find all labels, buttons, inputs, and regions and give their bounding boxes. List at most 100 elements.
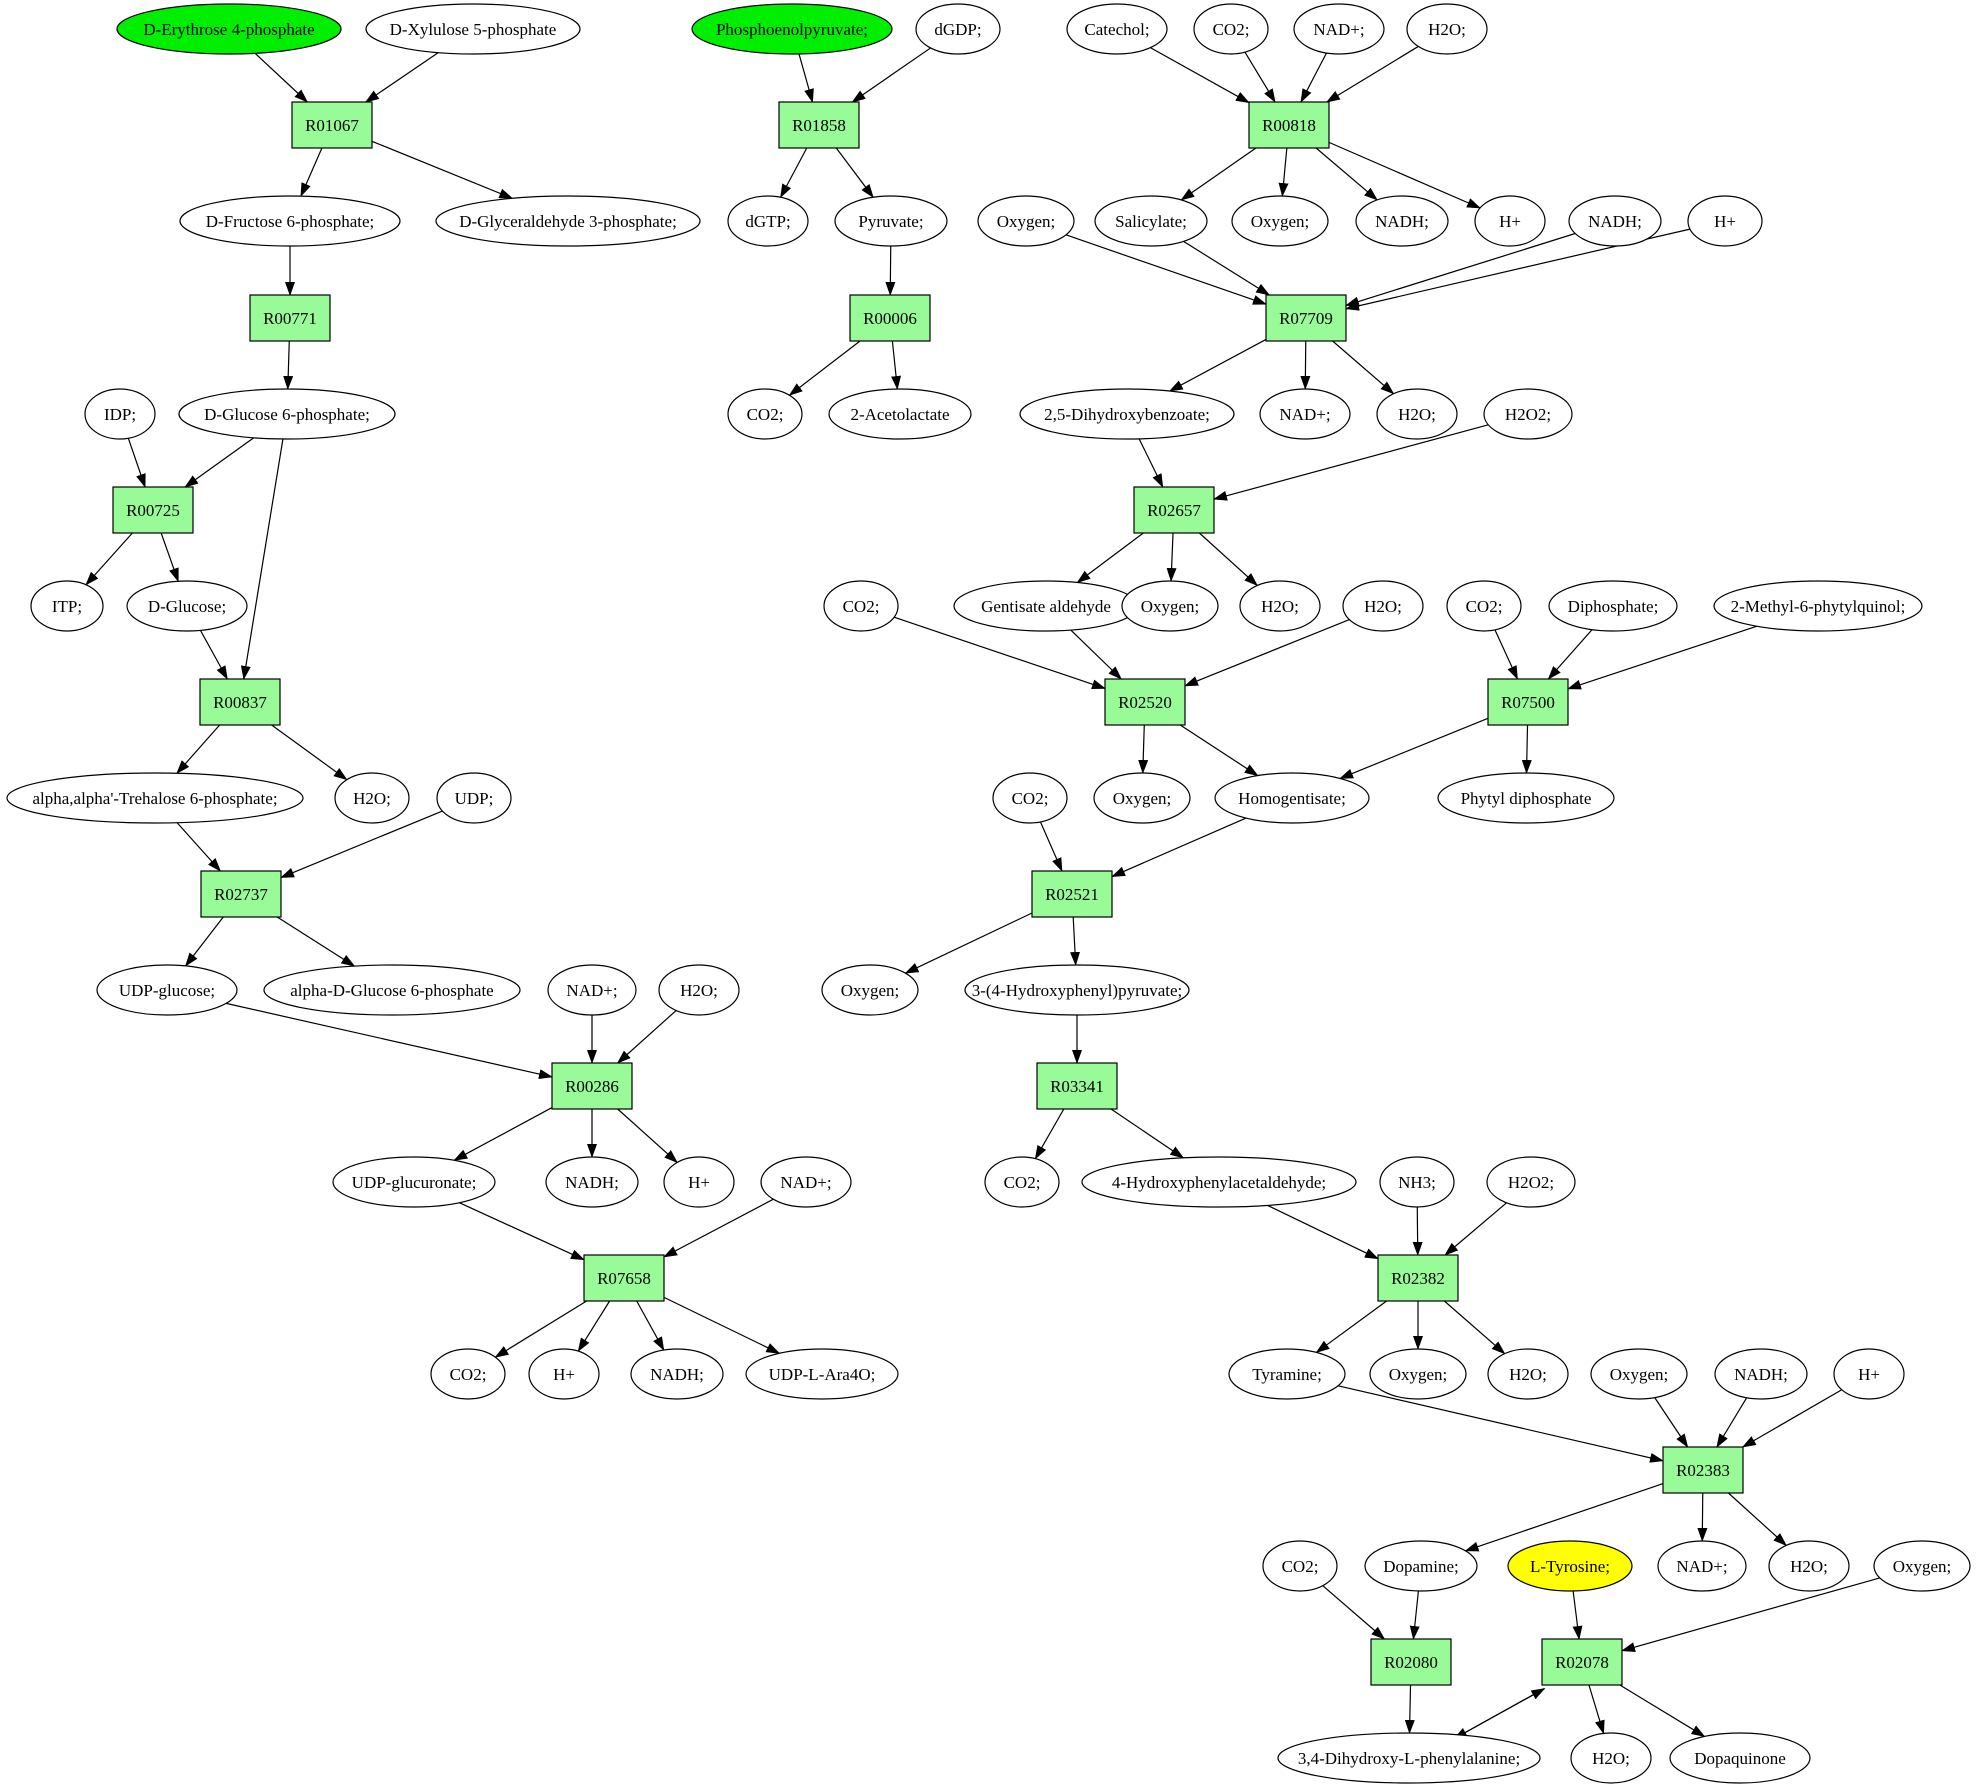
edge-h2o_3-to-R00818 [1325, 45, 1419, 103]
compound-label: H+ [1714, 212, 1736, 231]
edge-nadh_5-to-R02383 [1716, 1397, 1748, 1448]
compound-node-nadp_3: NAD+; [1293, 3, 1385, 55]
compound-label: CO2; [843, 597, 880, 616]
edge-nadp_2-to-R07658 [663, 1198, 774, 1258]
reaction-node-R00837: R00837 [199, 678, 281, 726]
compound-ellipse [1483, 388, 1573, 440]
compound-ellipse [1406, 3, 1488, 55]
compound-label: CO2; [1012, 789, 1049, 808]
compound-ellipse [984, 1156, 1060, 1208]
edge-R02382-to-tyramine [1315, 1300, 1387, 1354]
compound-node-h2o_6: H2O; [1342, 580, 1424, 632]
compound-ellipse [745, 1348, 899, 1400]
edge-idp-to-R00725 [127, 438, 146, 488]
reaction-label: R00725 [126, 501, 180, 520]
compound-node-dhb: 2,5-Dihydroxybenzoate; [1019, 388, 1235, 440]
compound-ellipse [1446, 580, 1522, 632]
compound-ellipse [1376, 388, 1458, 440]
compound-ellipse [1231, 195, 1329, 247]
reaction-box [583, 1254, 665, 1302]
compound-ellipse [821, 964, 919, 1016]
compound-label: Phosphoenolpyruvate; [716, 20, 868, 39]
compound-label: UDP-L-Ara4O; [769, 1365, 876, 1384]
compound-label: dGDP; [934, 20, 981, 39]
edge-glucose6p-to-R00837 [240, 438, 284, 680]
edge-dglucose-to-R00837 [199, 630, 228, 680]
compound-node-co2_7: CO2; [984, 1156, 1060, 1208]
compound-node-nadh_3: NADH; [1355, 195, 1449, 247]
edge-dhb-to-R02657 [1138, 438, 1164, 488]
compound-ellipse [84, 388, 156, 440]
compound-node-h2o_3: H2O; [1406, 3, 1488, 55]
compound-ellipse [727, 388, 803, 440]
reaction-box [1265, 294, 1347, 342]
compound-node-oxygen_8: Oxygen; [1873, 1540, 1971, 1592]
compound-node-nadh_4: NADH; [1568, 195, 1662, 247]
compound-node-idp: IDP; [84, 388, 156, 440]
compound-label: H2O; [1790, 1557, 1828, 1576]
compound-node-phytyldiphosphate: Phytyl diphosphate [1437, 772, 1615, 824]
edge-R07658-to-hplus_2 [577, 1300, 611, 1353]
compound-ellipse [435, 195, 701, 247]
compound-node-nadh_5: NADH; [1714, 1348, 1808, 1400]
reaction-node-R02080: R02080 [1370, 1638, 1452, 1686]
compound-label: D-Erythrose 4-phosphate [143, 20, 314, 39]
compound-label: Phytyl diphosphate [1461, 789, 1592, 808]
reaction-label: R02382 [1391, 1269, 1445, 1288]
edge-R02657-to-h2o_5 [1198, 532, 1259, 587]
edge-h2o_2-to-R00286 [616, 1010, 677, 1064]
edge-R02383-to-nadp_5 [1697, 1492, 1708, 1543]
compound-ellipse [1066, 3, 1168, 55]
edge-R02382-to-h2o_7 [1443, 1300, 1506, 1355]
reaction-node-R01067: R01067 [291, 101, 373, 149]
compound-label: NADH; [1734, 1365, 1788, 1384]
compound-ellipse [1094, 195, 1208, 247]
compound-ellipse [126, 580, 248, 632]
compound-ellipse [1239, 580, 1321, 632]
edge-nadh_4-to-R07709 [1345, 232, 1576, 307]
compound-label: Pyruvate; [858, 212, 923, 231]
edge-co2_8-to-R02080 [1322, 1585, 1386, 1640]
edge-R02657-to-oxygen_3 [1166, 532, 1177, 583]
compound-label: Oxygen; [1251, 212, 1310, 231]
edge-R00837-to-trehalose6p [176, 724, 221, 775]
edge-R01858-to-pyruvate [835, 147, 874, 199]
compound-ellipse [1487, 1348, 1569, 1400]
edge-ltyrosine-to-R02078 [1572, 1590, 1583, 1640]
compound-label: CO2; [747, 405, 784, 424]
edge-R02520-to-oxygen_4 [1138, 724, 1149, 775]
compound-node-h2o_9: H2O; [1570, 1732, 1652, 1784]
compound-ellipse [1474, 195, 1546, 247]
edge-pyruvate-to-R00006 [885, 245, 896, 296]
reaction-box [1370, 1638, 1452, 1686]
reaction-box [1248, 101, 1330, 149]
compound-ellipse [1687, 195, 1763, 247]
reaction-label: R03341 [1050, 1077, 1104, 1096]
edge-R02521-to-oxygen_5 [904, 912, 1033, 974]
compound-ellipse [691, 3, 893, 55]
compound-node-acetolactate: 2-Acetolactate [828, 388, 972, 440]
compound-ellipse [430, 1348, 506, 1400]
reaction-node-R00286: R00286 [551, 1062, 633, 1110]
compound-ellipse [964, 964, 1190, 1016]
reaction-node-R00725: R00725 [112, 486, 194, 534]
compound-ellipse [977, 195, 1075, 247]
compound-ellipse [1262, 1540, 1338, 1592]
compound-ellipse [1873, 1540, 1971, 1592]
edge-oxygen_1-to-R07709 [1065, 234, 1267, 305]
compound-node-co2_2: CO2; [727, 388, 803, 440]
compound-label: H2O; [353, 789, 391, 808]
compound-node-h2o_1: H2O; [334, 772, 410, 824]
compound-label: D-Fructose 6-phosphate; [206, 212, 375, 231]
compound-ellipse [663, 1156, 735, 1208]
compound-node-oxygen_3: Oxygen; [1121, 580, 1219, 632]
compound-ellipse [1193, 3, 1269, 55]
edge-diphosphate-to-R07500 [1547, 629, 1593, 680]
edge-R02078-to-dopaquinone [1619, 1684, 1706, 1737]
compound-ellipse [727, 195, 809, 247]
compound-label: NAD+; [1279, 405, 1330, 424]
reaction-label: R02080 [1384, 1653, 1438, 1672]
compound-ellipse [1713, 580, 1923, 632]
reaction-node-R00771: R00771 [249, 294, 331, 342]
compound-label: Catechol; [1084, 20, 1149, 39]
